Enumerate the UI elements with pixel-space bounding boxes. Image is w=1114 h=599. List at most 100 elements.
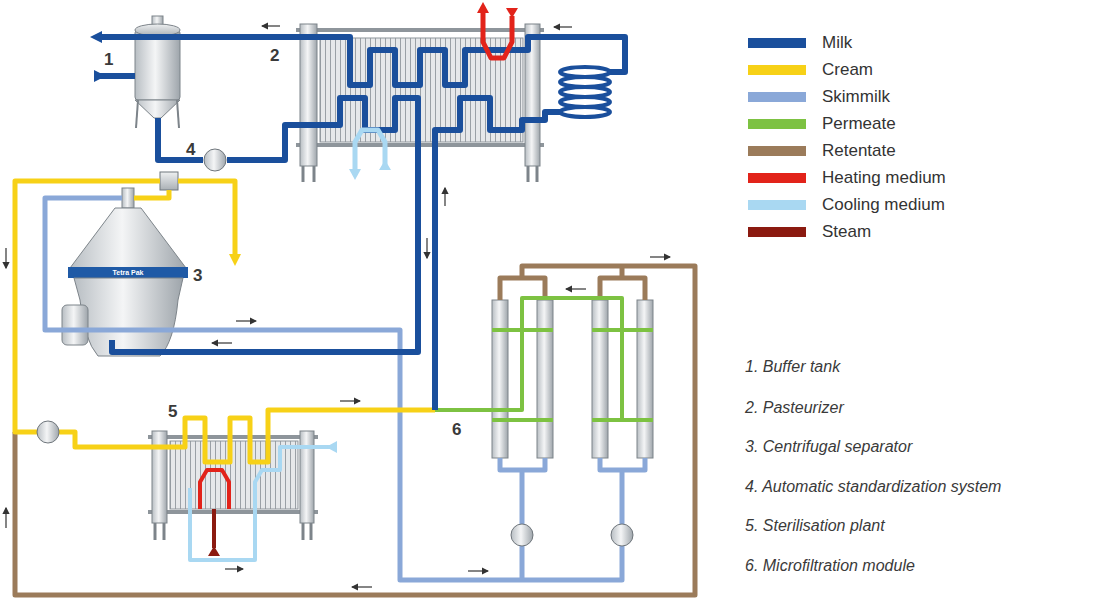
legend-swatch: [748, 119, 806, 129]
pipework: [435, 298, 653, 420]
callout-number: 3: [193, 266, 202, 285]
list-item: 4. Automatic standardization system: [745, 478, 1001, 495]
legend-text: Retentate: [822, 140, 896, 162]
sterilizer-frame: [154, 523, 157, 540]
pasteurizer-frame: [302, 166, 305, 182]
callout-number: 4: [186, 140, 195, 159]
pump: [204, 149, 226, 171]
list-item: 1. Buffer tank: [745, 358, 840, 375]
legend-text: Permeate: [822, 113, 896, 135]
filter-columns: [492, 300, 653, 458]
direction-arrow: [5, 248, 6, 268]
list-item: 3. Centrifugal separator: [745, 438, 912, 455]
flow-arrowhead: [326, 441, 337, 453]
direction-arrow: [444, 188, 445, 206]
direction-arrow: [5, 508, 6, 528]
direction-arrow: [236, 320, 256, 321]
legend-swatch: [748, 173, 806, 183]
sterilizer-frame: [300, 431, 314, 523]
list-item-holder: 4. Automatic standardization system: [745, 477, 1001, 497]
callout-number-holder: 3: [193, 266, 202, 286]
direction-arrow: [212, 342, 232, 343]
pipework: [15, 181, 435, 462]
list-item: 2. Pasteurizer: [745, 399, 844, 416]
pump: [511, 524, 533, 546]
direction-arrow: [340, 400, 360, 401]
pipework: [15, 12, 695, 595]
pasteurizer-frame: [300, 24, 317, 166]
buffer-tank: [135, 16, 180, 128]
list-item-holder: 6. Microfiltration module: [745, 556, 915, 576]
legend-text: Skimmilk: [822, 86, 890, 108]
filter-columns: [492, 300, 508, 458]
centrifugal-separator: [160, 172, 178, 190]
buffer-tank: [135, 100, 180, 118]
sterilizer-frame: [163, 523, 166, 540]
legend-swatch: [748, 146, 806, 156]
direction-arrow: [554, 26, 572, 27]
pump: [611, 524, 633, 546]
pasteurizer-frame: [536, 166, 539, 182]
direction-arrow: [225, 568, 243, 569]
flow-arrowhead: [90, 31, 102, 43]
direction-arrow: [566, 288, 586, 289]
direction-arrow: [468, 570, 488, 571]
list-item: 6. Microfiltration module: [745, 557, 915, 574]
pump: [37, 421, 59, 443]
legend-text: Cooling medium: [822, 194, 945, 216]
callout-number-holder: 2: [270, 46, 279, 66]
flow-arrowhead: [506, 8, 518, 18]
list-item-holder: 2. Pasteurizer: [745, 398, 844, 418]
callout-number: 6: [452, 420, 461, 439]
filter-columns: [637, 300, 653, 458]
legend-swatch: [748, 65, 806, 75]
pipework: [190, 447, 332, 560]
buffer-tank: [136, 100, 138, 128]
flow-arrowhead: [349, 169, 361, 180]
legend-swatch: [748, 227, 806, 237]
callout-number: 1: [104, 50, 113, 69]
pipework: [15, 266, 695, 595]
pipework: [212, 509, 216, 548]
brand-mark: Tetra Pak: [113, 269, 144, 276]
flow-arrowhead: [477, 2, 489, 13]
pasteurizer-frame: [527, 166, 530, 182]
sterilizer-frame: [148, 510, 318, 514]
flow-arrowhead: [90, 2, 518, 556]
centrifugal-separator: [74, 278, 183, 356]
buffer-tank: [177, 100, 179, 128]
centrifugal-separator: [68, 267, 188, 278]
buffer-tank: [135, 30, 180, 100]
filter-columns: [592, 300, 608, 458]
direction-arrow: [6, 26, 670, 587]
sterilizer-frame: [302, 523, 305, 540]
direction-arrow: [426, 238, 427, 258]
callout-number-holder: 1: [104, 50, 113, 70]
pipework: [435, 98, 560, 410]
legend-swatch: [748, 200, 806, 210]
direction-arrow: [650, 256, 670, 257]
pasteurizer-frame: [313, 166, 316, 182]
legend-text: Milk: [822, 32, 852, 54]
callout-number-holder: 6: [452, 420, 461, 440]
holding-coil: [560, 107, 610, 117]
flow-arrowhead: [229, 254, 241, 266]
pipework: [100, 37, 625, 85]
flow-arrowhead: [208, 546, 220, 556]
centrifugal-separator: [122, 188, 134, 208]
list-item: 5. Sterilisation plant: [745, 517, 885, 534]
centrifugal-separator: [70, 208, 186, 268]
holding-coil: [560, 67, 610, 117]
legend-swatch: [748, 38, 806, 48]
pipework: [483, 12, 512, 58]
flow-arrowhead: [94, 70, 106, 82]
pipework: [200, 470, 229, 509]
pasteurizer-frame: [296, 28, 544, 32]
brand-mark-holder: Tetra Pak: [113, 268, 144, 277]
legend-text: Cream: [822, 59, 873, 81]
pipework: [45, 198, 645, 580]
legend-text: Heating medium: [822, 167, 946, 189]
list-item-holder: 5. Sterilisation plant: [745, 516, 885, 536]
